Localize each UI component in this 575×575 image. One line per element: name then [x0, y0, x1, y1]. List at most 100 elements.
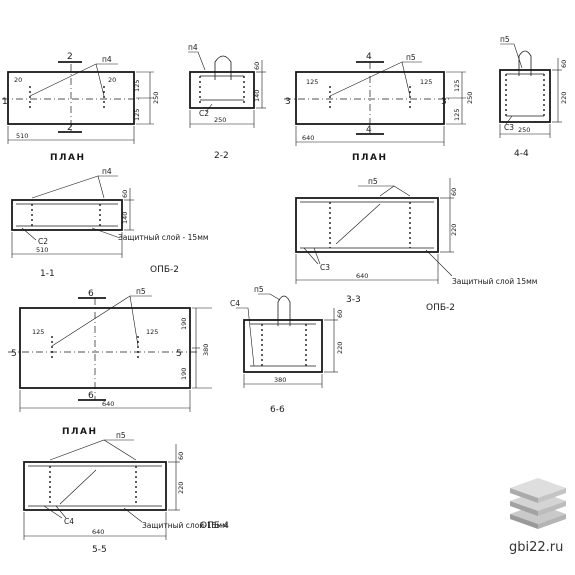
side-mark-left: 5 [11, 349, 17, 359]
section-outline [23, 461, 167, 511]
rebar-label: С2 [199, 109, 209, 118]
dim-top: 60 [177, 452, 185, 460]
section-1-1: п4 С2 Защитный слой - 15мм 60 140 510 1-… [11, 167, 209, 279]
callout-leader [258, 293, 281, 301]
dim-height: 220 [560, 92, 568, 104]
rebar-label: С3 [320, 263, 330, 272]
callout-leader [236, 307, 255, 367]
dim-left: 125 [306, 78, 318, 86]
cover-note: Защитный слой - 15мм [118, 233, 209, 242]
dim-height: 140 [253, 90, 261, 102]
rebar-label: С3 [504, 123, 514, 132]
section-mark-top: 2 [67, 52, 73, 62]
section-mark-bottom: 4 [366, 125, 372, 135]
dim-length: 640 [102, 400, 114, 408]
dim-width: 250 [466, 92, 474, 104]
dim-width: 250 [152, 92, 160, 104]
callout-leader [335, 203, 381, 245]
dim-length: 640 [356, 272, 368, 280]
section-outline [11, 199, 123, 231]
dim-top: 60 [560, 60, 568, 68]
product-mark: ОПБ-2 [150, 265, 179, 275]
dim-left: 125 [32, 328, 44, 336]
section-6-6: п5 С4 60 220 380 6-6 [230, 285, 344, 415]
callout-leader [505, 115, 513, 125]
rebar-label: С2 [38, 237, 48, 246]
callout-label: п5 [116, 431, 126, 440]
product-mark: ОПБ-4 [200, 521, 229, 531]
dim-half-bottom: 190 [180, 368, 188, 380]
section-3-3: п5 С3 Защитный слой 15мм 60 220 640 3-3 … [295, 177, 537, 313]
dim-width: 250 [214, 116, 226, 124]
dim-width: 250 [518, 126, 530, 134]
callout-leader [500, 43, 523, 69]
callout-label: п5 [136, 287, 146, 296]
plan-view-510: 2 2 1 20 20 п4 510 125 125 250 ПЛАН [2, 52, 160, 163]
callout-leader [49, 439, 137, 461]
dim-length: 510 [36, 246, 48, 254]
section-title: 3-3 [346, 295, 361, 305]
dim-top: 60 [253, 62, 261, 70]
section-outline [243, 319, 323, 373]
section-title: 5-5 [92, 545, 107, 555]
section-title: 6-6 [270, 405, 285, 415]
callout-label: п4 [188, 43, 198, 52]
cover-note: Защитный слой-15мм [142, 521, 228, 530]
side-mark-right: 5 [176, 349, 182, 359]
section-5-5: п5 С4 Защитный слой-15мм 60 220 640 5-5 … [23, 431, 229, 555]
section-mark-top: 6 [88, 289, 94, 299]
dim-half-bottom: 125 [133, 109, 141, 121]
dim-top: 60 [121, 190, 129, 198]
callout-label: п5 [254, 285, 264, 294]
plan-outline [19, 307, 191, 389]
section-2-2: п4 С2 60 140 250 2-2 [188, 43, 266, 161]
section-outline [499, 69, 551, 123]
side-mark-right: 3 [441, 97, 447, 107]
cover-leader [91, 227, 121, 239]
section-title: 1-1 [40, 269, 55, 279]
callout-leader [303, 247, 319, 265]
dim-length: 510 [16, 132, 28, 140]
lifting-loop [214, 55, 232, 80]
plan-view-640: 4 4 3 3 125 125 п5 640 125 125 250 ПЛАН [284, 52, 474, 163]
callout-label: п4 [102, 167, 112, 176]
section-outline [295, 197, 439, 253]
dim-height: 220 [336, 342, 344, 354]
plan-title: ПЛАН [352, 153, 388, 163]
callout-label: п5 [406, 53, 416, 62]
dim-width: 380 [274, 376, 286, 384]
callout-leader [21, 227, 37, 241]
cover-leader [425, 249, 453, 277]
plan-title: ПЛАН [62, 427, 98, 437]
dim-height: 140 [121, 212, 129, 224]
dim-length: 640 [302, 134, 314, 142]
dim-length: 640 [92, 528, 104, 536]
section-4-4: п5 С3 60 220 250 4-4 [499, 35, 568, 159]
callout-leader [43, 505, 63, 519]
rebar-label: С4 [230, 299, 240, 308]
dim-edge-right: 20 [108, 76, 116, 84]
dim-half-bottom: 125 [453, 109, 461, 121]
callout-label: п5 [368, 177, 378, 186]
callout-leader [59, 469, 97, 505]
side-mark-left: 3 [285, 97, 291, 107]
callout-leader [31, 175, 105, 199]
callout-leader [313, 247, 321, 265]
section-mark-bottom: 6 [88, 391, 94, 401]
dim-top: 60 [336, 310, 344, 318]
callout-leader [55, 505, 67, 519]
site-url: gbi22.ru [509, 540, 563, 555]
side-mark: 1 [2, 97, 8, 107]
dim-width: 380 [202, 344, 210, 356]
callout-leader [29, 63, 105, 97]
section-title: 2-2 [214, 151, 229, 161]
rebar-label: С4 [64, 517, 74, 526]
dim-right: 125 [420, 78, 432, 86]
section-title: 4-4 [514, 149, 529, 159]
dim-edge-left: 20 [14, 76, 22, 84]
dim-top: 60 [450, 188, 458, 196]
plan-view-640x380: 6 6 5 5 125 125 п5 640 190 190 380 ПЛАН [8, 287, 212, 437]
section-outline [189, 71, 255, 109]
dim-right: 125 [146, 328, 158, 336]
plan-title: ПЛАН [50, 153, 86, 163]
